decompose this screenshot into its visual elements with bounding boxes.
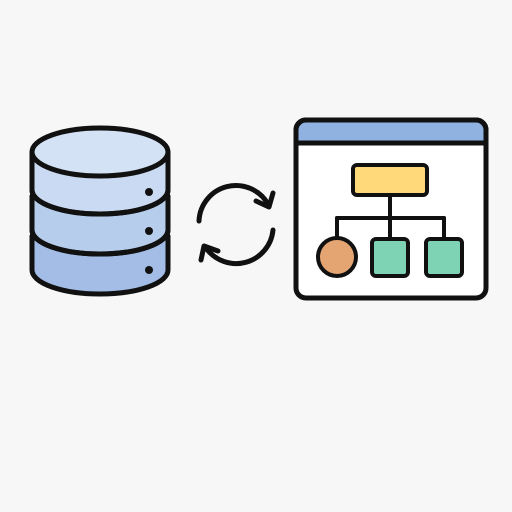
hierarchy-child-circle — [316, 236, 358, 278]
database-separator-1 — [29, 189, 171, 217]
database-dot-2 — [145, 227, 153, 235]
database-separator-2 — [29, 229, 171, 257]
hierarchy-connectors — [335, 193, 446, 240]
database-dot-3 — [145, 266, 153, 274]
hierarchy-child-square-1 — [370, 237, 410, 278]
window-titlebar — [293, 117, 489, 146]
sync-arrow-bottom — [203, 227, 276, 267]
hierarchy-window-icon — [293, 117, 489, 301]
hierarchy-root-node — [351, 163, 429, 197]
sync-arrows-icon — [196, 183, 276, 267]
database-dot-1 — [145, 188, 153, 196]
sync-arrowhead-top — [253, 190, 276, 210]
sync-arrow-top — [196, 183, 271, 224]
database-icon — [29, 125, 171, 297]
hierarchy-child-square-2 — [424, 237, 464, 278]
sync-arrowhead-bottom — [198, 243, 221, 263]
database-top-ellipse — [29, 125, 171, 179]
